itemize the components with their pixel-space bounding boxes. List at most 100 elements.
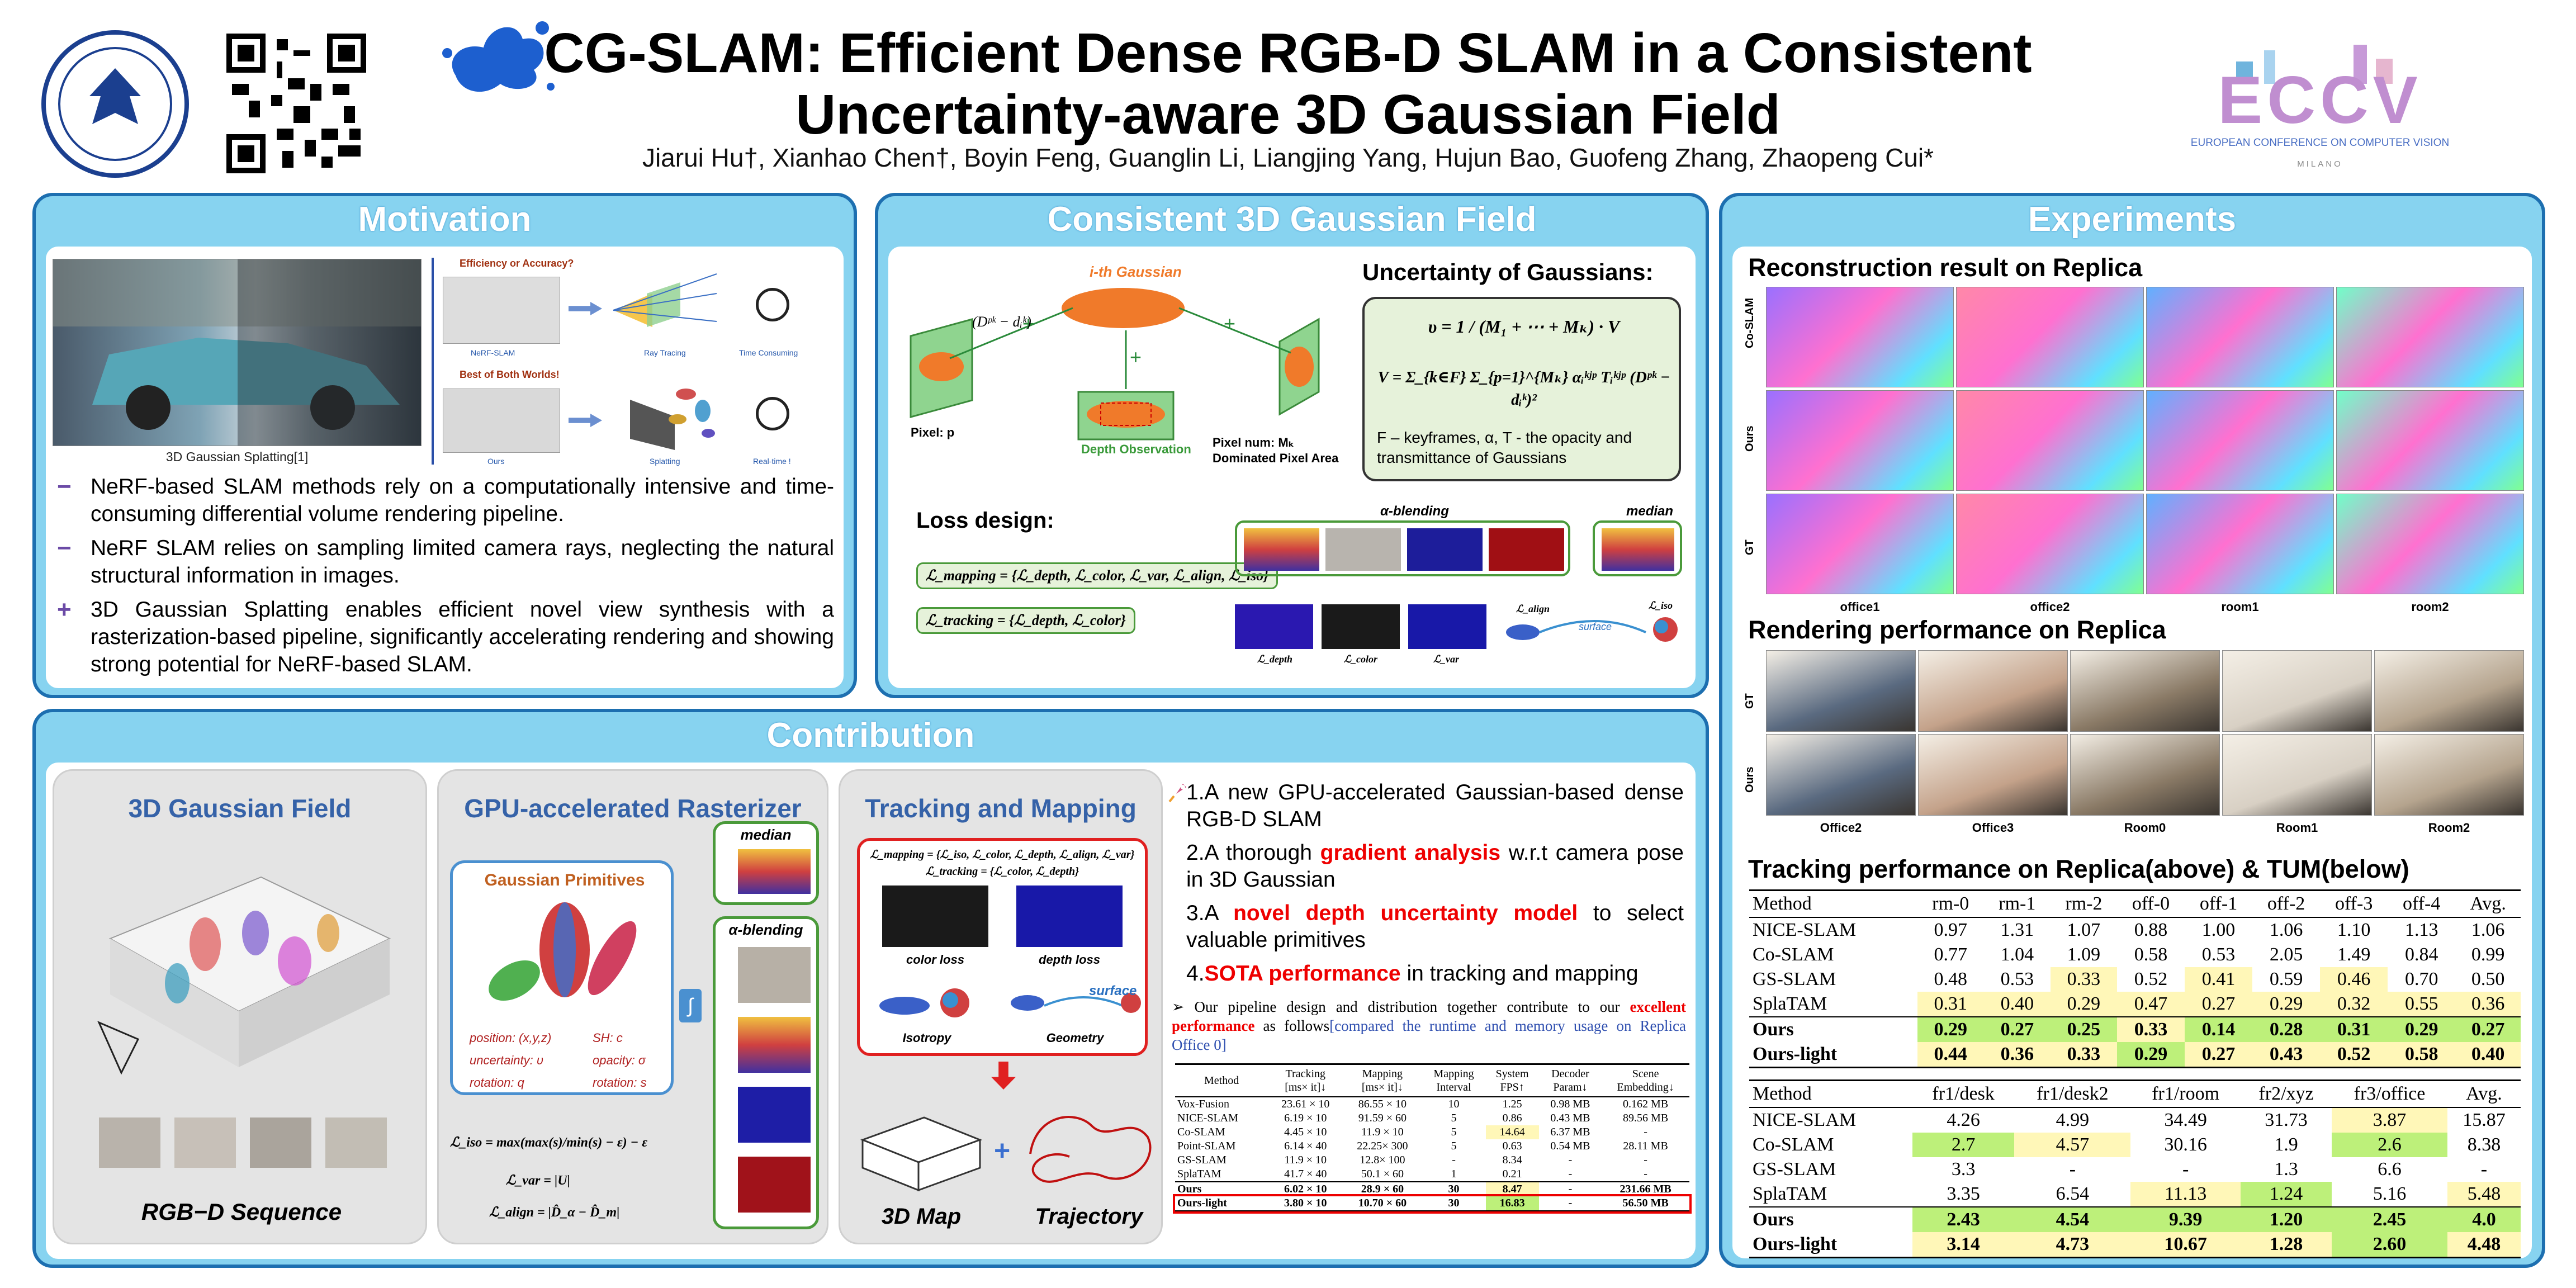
table-cell: 22.25× 300 [1357,1140,1408,1152]
rocket-icon [1166,779,1191,804]
isotropy-illustration [871,972,983,1028]
table-cell: 2.43 [1912,1208,2015,1232]
table-cell: 3.3 [1951,1159,1976,1180]
table-cell: 8.34 [1502,1154,1522,1166]
table-header-cell: fr3/office [2354,1083,2426,1104]
uncertainty-box: υ = 1 / (M₁ + ⋯ + Mₖ) · V V = Σ_{k∈F} Σ_… [1362,297,1681,481]
uncertainty-note: F – keyframes, α, T - the opacity and tr… [1377,429,1632,466]
gaussian-field-title: Consistent 3D Gaussian Field [1047,200,1537,239]
table-cell: 0.58 [2388,1042,2456,1068]
table-rule-cell [1749,889,2521,892]
table-cell: 4.57 [2014,1133,2131,1157]
question-best: Best of Both Worlds! [460,369,560,380]
table-header-cell: Tracking[ms× it]↓ [1268,1065,1343,1097]
render-unc-thumb [1489,528,1564,571]
loss-depth-label: ℒ_depth [1257,654,1292,665]
table-cell: 1.3 [2274,1159,2298,1180]
uncertainty-title: Uncertainty of Gaussians: [1362,259,1654,285]
header-line: Scene [1632,1068,1659,1080]
table-cell: 11.13 [2130,1182,2241,1207]
table-header-cell: rm-2 [2065,893,2103,914]
table-cell: 2.6 [2332,1133,2447,1157]
table-cell: - [1644,1168,1647,1180]
table-cell: 41.7 × 40 [1284,1168,1327,1180]
motivation-bullet: + 3D Gaussian Splatting enables efficien… [57,596,834,678]
table-cell: 0.55 [2388,992,2456,1017]
reconstruction-image [1766,390,1954,491]
table-cell: 0.14 [2185,1017,2253,1042]
reconstruction-image [1956,287,2144,387]
table-header-cell: off-4 [2403,893,2441,914]
color-loss-thumb [882,886,988,947]
alarm-clock-icon [756,397,789,430]
table-cell: 2.60 [2332,1232,2447,1258]
table-cell: 1.9 [2274,1134,2298,1155]
motivation-bullet: − NeRF SLAM relies on sampling limited c… [57,534,834,589]
table-cell: 10.70 × 60 [1358,1197,1407,1209]
table-cell: GS-SLAM [1177,1154,1227,1166]
table-header-cell: Mapping[ms× it]↓ [1343,1065,1422,1097]
dominated-area-label: Dominated Pixel Area [1213,451,1339,465]
tracking-mapping-card: Tracking and Mapping ℒ_mapping = {ℒ_iso,… [839,769,1163,1244]
render-color-thumb [1325,528,1401,571]
label-ours: Ours [487,457,505,466]
map3d-illustration [851,1106,991,1196]
rgbd-frame [99,1117,160,1168]
reconstruction-image [1956,390,2144,491]
table-header-cell: Method [1753,893,1812,914]
geometry-illustration: surface [1005,972,1145,1028]
table-cell: GS-SLAM [1753,1159,1836,1180]
surface-diagram: ℒ_align surface ℒ_iso [1500,599,1685,655]
table-cell: Ours-light [1753,1234,1838,1254]
label-time-consuming: Time Consuming [739,348,798,357]
svg-text:+: + [1022,312,1034,335]
table-cell: 1.24 [2240,1182,2332,1207]
alarm-clock-icon [756,288,789,321]
eq-var: ℒ_var = |U| [506,1173,570,1188]
experiments-panel: Experiments Reconstruction result on Rep… [1719,193,2545,1268]
table-rule [1749,1079,2521,1082]
depth-loss-label: depth loss [1038,953,1100,967]
rendered-image [1766,734,1916,816]
table-cell: 1.06 [2269,920,2303,940]
table-cell: 4.48 [2447,1232,2521,1258]
table-cell: 0.54 MB [1550,1140,1590,1152]
attr-position: position: (x,y,z) [470,1031,552,1045]
table-cell: Ours [1753,1019,1794,1040]
table-header-cell: rm-1 [1999,893,2036,914]
table-rule-cell [1749,1067,2521,1069]
contribution-panel: Contribution 3D Gaussian Field RGB−D Seq… [32,709,1709,1268]
gaussian-field-body: + + + i-th Gaussian (Dᵖᵏ − dᵢᵏ) Pixel: p… [888,247,1696,688]
alpha-unc-thumb [738,1087,811,1143]
header-line: [ms× it]↓ [1285,1081,1327,1093]
table-cell: - [2182,1159,2189,1180]
row-label: GT [1744,539,1756,555]
qr-code[interactable] [226,34,366,173]
contribution-point: 3.A novel depth uncertainty model to sel… [1186,900,1684,954]
rendered-image [2070,734,2220,816]
attr-uncertainty: uncertainty: υ [470,1053,543,1067]
table-header-cell: fr1/room [2152,1083,2220,1104]
arrow-right-icon [569,414,602,427]
table-cell: 86.55 × 10 [1358,1098,1407,1110]
label-real-time: Real-time ! [753,457,791,466]
reconstruction-image [2146,390,2334,491]
photo-caption: 3D Gaussian Splatting[1] [165,449,309,464]
table-cell: - [1568,1154,1573,1166]
table-cell: 1.04 [2000,944,2034,965]
header-line: Decoder [1551,1068,1589,1080]
reconstruction-image [2146,287,2334,387]
table-cell: 0.33 [2050,967,2117,992]
table-cell: 0.53 [2201,944,2236,965]
table-cell: 5 [1451,1126,1457,1138]
rendering-title: Rendering performance on Replica [1748,615,2166,644]
